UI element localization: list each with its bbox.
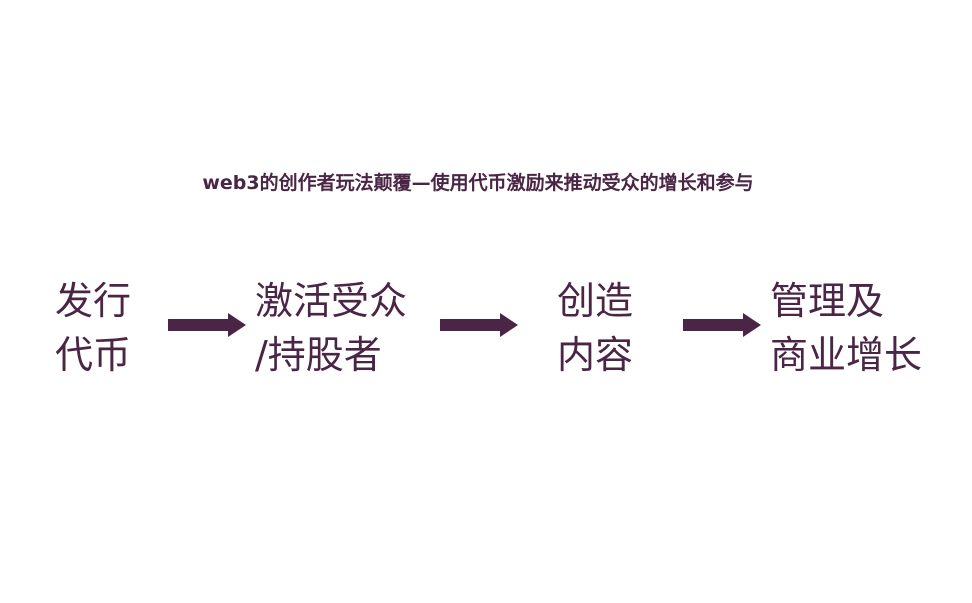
step-label-line1: 激活受众 <box>255 279 408 323</box>
step-manage-growth: 管理及 商业增长 <box>770 274 922 382</box>
step-label-line1: 创造 <box>557 279 634 323</box>
step-activate-audience: 激活受众 /持股者 <box>255 274 407 382</box>
arrow-right-icon <box>168 313 246 337</box>
step-label-line2: /持股者 <box>255 333 382 377</box>
step-issue-token: 发行 代币 <box>55 274 131 382</box>
step-label-line2: 商业增长 <box>770 333 923 377</box>
step-label-line1: 发行 <box>55 279 132 323</box>
arrow-right-icon <box>440 313 518 337</box>
step-create-content: 创造 内容 <box>557 274 633 382</box>
arrow-right-icon <box>683 313 761 337</box>
diagram-title: web3的创作者玩法颠覆—使用代币激励来推动受众的增长和参与 <box>202 172 754 194</box>
step-label-line2: 内容 <box>557 333 634 377</box>
step-label-line1: 管理及 <box>770 279 885 323</box>
step-label-line2: 代币 <box>55 333 132 377</box>
